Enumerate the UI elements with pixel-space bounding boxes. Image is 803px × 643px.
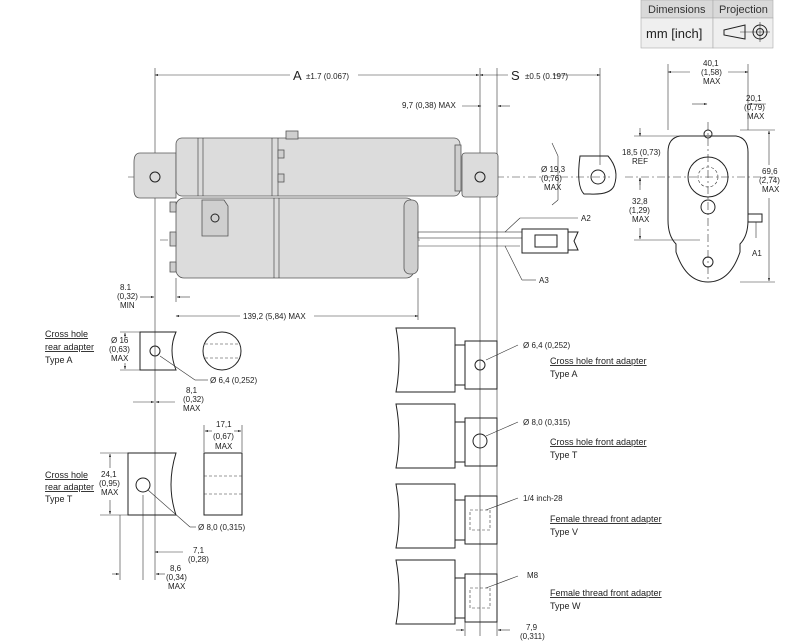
dimension-s: S ±0.5 (0.197) xyxy=(479,68,601,636)
dim-32-8-a: 32,8 xyxy=(632,197,648,206)
dim-19-3-a: Ø 19,3 xyxy=(541,165,566,174)
rear-t-d86-a: 8,6 xyxy=(170,564,182,573)
rear-adapter-type-a: Cross hole rear adapter Type A Ø 16 (0,6… xyxy=(45,329,257,413)
front-a-title: Cross hole front adapter xyxy=(550,356,647,366)
rear-t-d241-c: MAX xyxy=(101,488,119,497)
dimension-139-2: 139,2 (5,84) MAX xyxy=(175,278,419,321)
front-a-hole: Ø 6,4 (0,252) xyxy=(523,341,570,350)
callouts-a2-a3: A2 A3 xyxy=(504,214,591,285)
front-t-title: Cross hole front adapter xyxy=(550,437,647,447)
rear-t-title-1: Cross hole xyxy=(45,470,88,480)
clevis-end-detail: Ø 19,3 (0,76) MAX xyxy=(541,142,617,206)
dim-20-1-a: 20,1 xyxy=(746,94,762,103)
dim-69-6-c: MAX xyxy=(762,185,780,194)
dim-8-1-c: MIN xyxy=(120,301,135,310)
dim-69-6-b: (2,74) xyxy=(759,176,780,185)
rear-t-d171-b: (0,67) xyxy=(213,432,234,441)
rear-t-d71-a: 7,1 xyxy=(193,546,205,555)
rear-a-hole: Ø 6,4 (0,252) xyxy=(210,376,257,385)
dim-32-8-b: (1,29) xyxy=(629,206,650,215)
dim-40-1-c: MAX xyxy=(703,77,721,86)
rear-a-d16-c: MAX xyxy=(111,354,129,363)
front-w-type: Type W xyxy=(550,601,581,611)
dim-32-8-c: MAX xyxy=(632,215,650,224)
dim-18-5-a: 18,5 (0,73) xyxy=(622,148,661,157)
front-a-type: Type A xyxy=(550,369,578,379)
dim-a-tolerance: ±1.7 (0.067) xyxy=(306,72,349,81)
dim-20-1-b: (0,79) xyxy=(744,103,765,112)
front-adapter-type-a: Ø 6,4 (0,252) Cross hole front adapter T… xyxy=(395,327,647,393)
dim-s-tolerance: ±0.5 (0.197) xyxy=(525,72,568,81)
front-adapter-type-t: Ø 8,0 (0,315) Cross hole front adapter T… xyxy=(395,403,647,469)
front-v-thread: 1/4 inch-28 xyxy=(523,494,563,503)
rear-t-d241-a: 24,1 xyxy=(101,470,117,479)
rear-t-d241-b: (0,95) xyxy=(99,479,120,488)
rear-t-d71-b: (0,28) xyxy=(188,555,209,564)
front-adapter-type-w: M8 Female thread front adapter Type W 7,… xyxy=(395,559,662,641)
rear-a-d16-b: (0,63) xyxy=(109,345,130,354)
rear-a-d81-c: MAX xyxy=(183,404,201,413)
dim-8-1-a: 8.1 xyxy=(120,283,132,292)
rear-adapter-type-t: Cross hole rear adapter Type T 24,1 (0,9… xyxy=(45,420,245,591)
rear-a-d81-a: 8,1 xyxy=(186,386,198,395)
front-w-title: Female thread front adapter xyxy=(550,588,662,598)
callout-a2: A2 xyxy=(581,214,591,223)
rear-a-d81-b: (0,32) xyxy=(183,395,204,404)
projection-symbol-icon xyxy=(723,22,770,42)
dim-19-3-b: (0,76) xyxy=(541,174,562,183)
rear-a-title-2: rear adapter xyxy=(45,342,94,352)
actuator-end-view: 40,1 (1,58) MAX 20,1 (0,79) MAX 18,5 (0,… xyxy=(622,59,780,283)
dim-9-7-label: 9,7 (0,38) MAX xyxy=(402,101,456,110)
rear-t-hole: Ø 8,0 (0,315) xyxy=(198,523,245,532)
front-v-type: Type V xyxy=(550,527,578,537)
projection-header: Projection xyxy=(719,4,768,16)
dim-69-6-a: 69,6 xyxy=(762,167,778,176)
rear-a-type: Type A xyxy=(45,355,73,365)
rear-t-d171-a: 17,1 xyxy=(216,420,232,429)
header-table: Dimensions Projection mm [inch] xyxy=(640,0,774,49)
dim-20-1-c: MAX xyxy=(747,112,765,121)
callout-a1: A1 xyxy=(752,249,762,258)
rear-t-d86-c: MAX xyxy=(168,582,186,591)
rear-a-title-1: Cross hole xyxy=(45,329,88,339)
dimension-8-1-min: 8.1 (0,32) MIN xyxy=(117,278,190,310)
actuator-side-view xyxy=(128,130,610,279)
dim-40-1-b: (1,58) xyxy=(701,68,722,77)
rear-a-d16-a: Ø 16 xyxy=(111,336,129,345)
dim-40-1-a: 40,1 xyxy=(703,59,719,68)
callout-a3: A3 xyxy=(539,276,549,285)
dimension-9-7: 9,7 (0,38) MAX xyxy=(402,101,510,110)
front-w-thread: M8 xyxy=(527,571,539,580)
dimensions-header: Dimensions xyxy=(648,4,706,16)
dim-a-letter: A xyxy=(293,68,302,83)
front-t-hole: Ø 8,0 (0,315) xyxy=(523,418,570,427)
dim-8-1-b: (0,32) xyxy=(117,292,138,301)
rear-t-d86-b: (0,34) xyxy=(166,573,187,582)
rear-t-d171-c: MAX xyxy=(215,442,233,451)
dim-139-2-label: 139,2 (5,84) MAX xyxy=(243,312,306,321)
units-value: mm [inch] xyxy=(646,26,702,41)
front-d79-b: (0,311) xyxy=(520,632,545,641)
front-t-type: Type T xyxy=(550,450,578,460)
front-d79-a: 7,9 xyxy=(526,623,538,632)
dim-18-5-b: REF xyxy=(632,157,648,166)
front-adapter-type-v: 1/4 inch-28 Female thread front adapter … xyxy=(395,483,662,549)
dim-s-letter: S xyxy=(511,68,520,83)
front-v-title: Female thread front adapter xyxy=(550,514,662,524)
rear-t-title-2: rear adapter xyxy=(45,482,94,492)
rear-t-type: Type T xyxy=(45,494,73,504)
dim-19-3-c: MAX xyxy=(544,183,562,192)
